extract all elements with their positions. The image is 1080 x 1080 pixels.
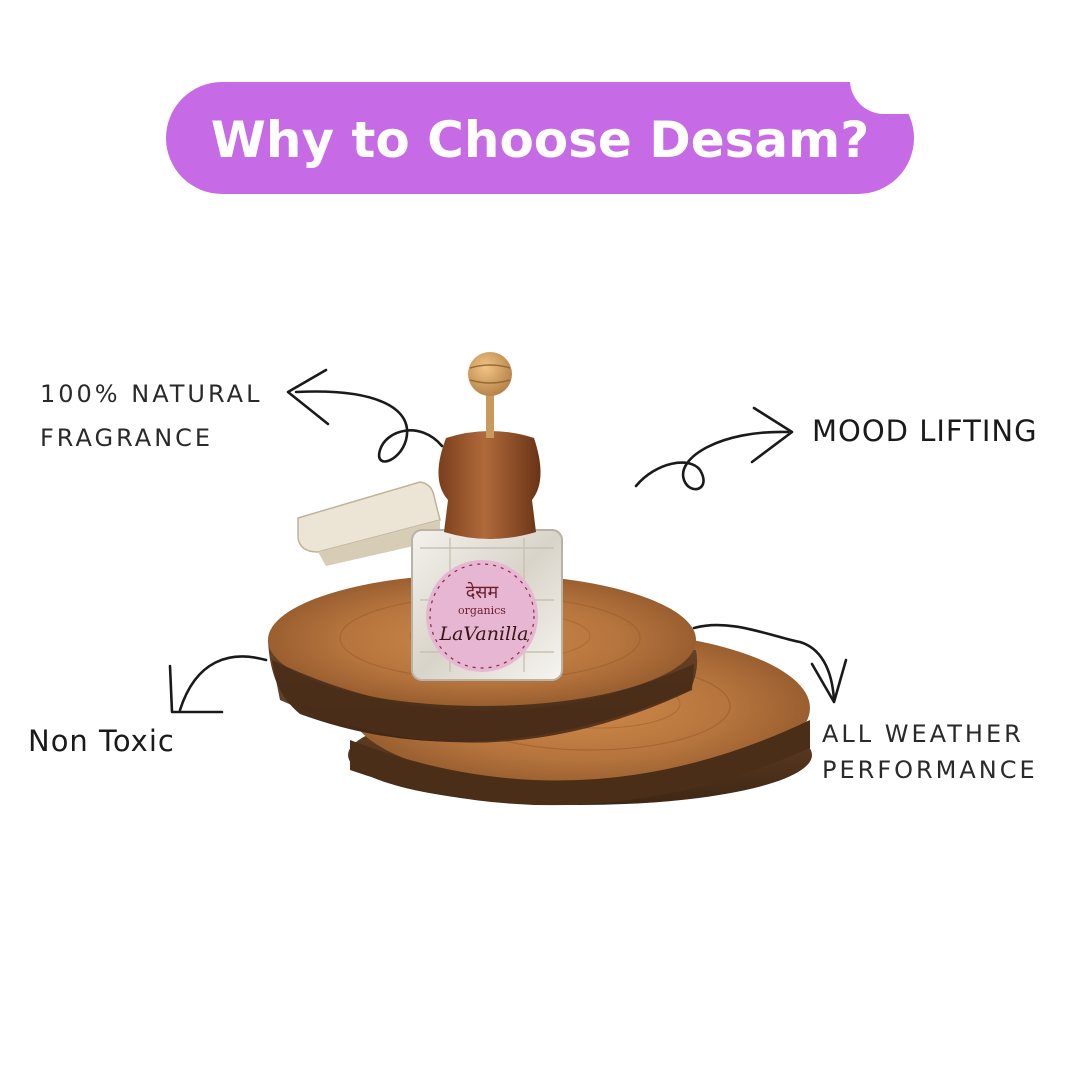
wooden-cap [438, 352, 541, 539]
arrowhead-mood [750, 406, 794, 464]
vent-clip [297, 481, 441, 566]
arrow-weather [692, 623, 836, 702]
arrow-nontoxic [178, 655, 268, 712]
arrowhead-weather [810, 658, 848, 704]
title-banner: Why to Choose Desam? [166, 80, 916, 194]
product-name: LaVanilla [438, 623, 528, 645]
arrow-natural [294, 390, 444, 463]
feature-natural-line2: FRAGRANCE [40, 424, 214, 452]
arrow-mood [634, 430, 790, 491]
feature-non-toxic: Non Toxic [28, 724, 175, 758]
feature-natural-fragrance: 100% NATURAL FRAGRANCE [40, 372, 262, 460]
product-brand-sub: organics [458, 604, 506, 617]
arrowhead-natural [286, 368, 330, 426]
product-label [426, 560, 538, 672]
arrowhead-nontoxic [168, 664, 224, 714]
feature-mood-lifting: MOOD LIFTING [812, 414, 1038, 448]
feature-weather-line2: PERFORMANCE [822, 756, 1038, 784]
feature-natural-line1: 100% NATURAL [40, 380, 263, 408]
feature-weather-line1: ALL WEATHER [822, 720, 1024, 748]
product-brand: देसम [466, 581, 500, 603]
page-title: Why to Choose Desam? [210, 111, 870, 169]
feature-all-weather: ALL WEATHER PERFORMANCE [822, 716, 1038, 788]
